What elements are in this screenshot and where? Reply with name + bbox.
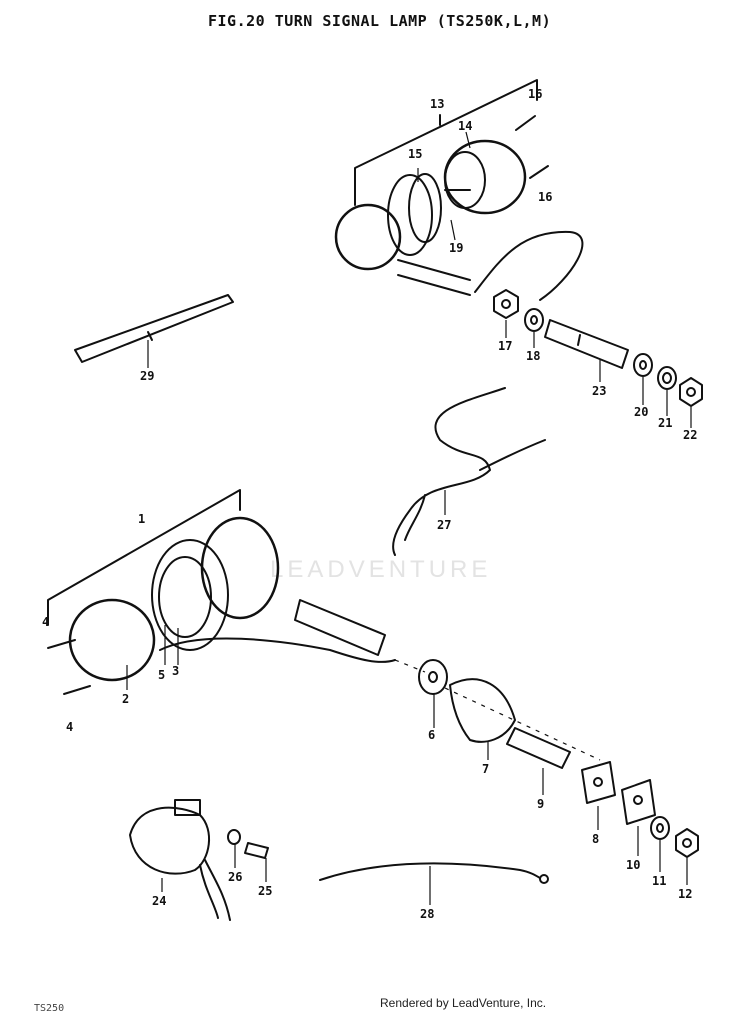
wire-harness-27	[392, 387, 546, 556]
bracket-13	[354, 79, 538, 206]
part-label-13: 13	[430, 97, 445, 111]
part-label-14: 14	[458, 119, 473, 133]
part-label-12: 12	[678, 887, 693, 901]
part-label-18: 18	[526, 349, 541, 363]
part-label-15: 15	[408, 147, 423, 161]
part-label-25: 25	[258, 884, 273, 898]
part-label-27: 27	[437, 518, 452, 532]
tool-29	[74, 294, 234, 363]
washer-26	[227, 829, 241, 845]
part-label-1: 1	[138, 512, 146, 526]
page-code: TS250	[34, 1003, 65, 1013]
part-label-7: 7	[482, 762, 490, 776]
part-label-5: 5	[158, 668, 166, 682]
boot-7	[449, 678, 516, 743]
leader-lines	[126, 131, 692, 905]
bracket-1	[47, 489, 241, 626]
part-label-22: 22	[683, 428, 698, 442]
tube-9	[506, 727, 571, 769]
lower-lamp-assembly	[68, 516, 396, 682]
washer-6	[418, 659, 448, 695]
upper-wire	[474, 230, 584, 301]
part-label-11: 11	[652, 874, 667, 888]
plate-10	[621, 779, 656, 825]
upper-lamp-assembly	[334, 139, 527, 296]
part-label-4a: 4	[42, 615, 50, 629]
part-label-8: 8	[592, 832, 600, 846]
part-label-19: 19	[449, 241, 464, 255]
washer-21	[657, 366, 677, 390]
stem-23	[544, 319, 629, 369]
washer-18	[524, 308, 544, 332]
part-label-10: 10	[626, 858, 641, 872]
bolt-25	[244, 842, 269, 859]
wire-28	[319, 862, 549, 884]
part-label-26: 26	[228, 870, 243, 884]
part-label-2: 2	[122, 692, 130, 706]
part-label-29: 29	[140, 369, 155, 383]
nut-17	[493, 289, 519, 319]
part-label-3: 3	[172, 664, 180, 678]
part-label-16a: 16	[528, 87, 543, 101]
washer-20	[633, 353, 653, 377]
screws-4	[47, 639, 91, 695]
relay-24	[129, 799, 231, 921]
part-label-9: 9	[537, 797, 545, 811]
assembly-guides	[394, 659, 601, 761]
screws-16	[515, 115, 549, 179]
plate-8	[581, 761, 616, 804]
part-label-21: 21	[658, 416, 673, 430]
nut-22	[679, 377, 703, 407]
part-label-16b: 16	[538, 190, 553, 204]
watermark: LEADVENTURE	[270, 556, 492, 583]
nut-12	[675, 828, 699, 858]
footer-credit: Rendered by LeadVenture, Inc.	[380, 996, 547, 1010]
washer-11	[650, 816, 670, 840]
part-label-6: 6	[428, 728, 436, 742]
diagram-title: FIG.20 TURN SIGNAL LAMP (TS250K,L,M)	[208, 12, 552, 30]
part-label-24: 24	[152, 894, 167, 908]
part-label-23: 23	[592, 384, 607, 398]
part-label-4b: 4	[66, 720, 74, 734]
part-label-20: 20	[634, 405, 649, 419]
part-label-17: 17	[498, 339, 513, 353]
part-label-28: 28	[420, 907, 435, 921]
